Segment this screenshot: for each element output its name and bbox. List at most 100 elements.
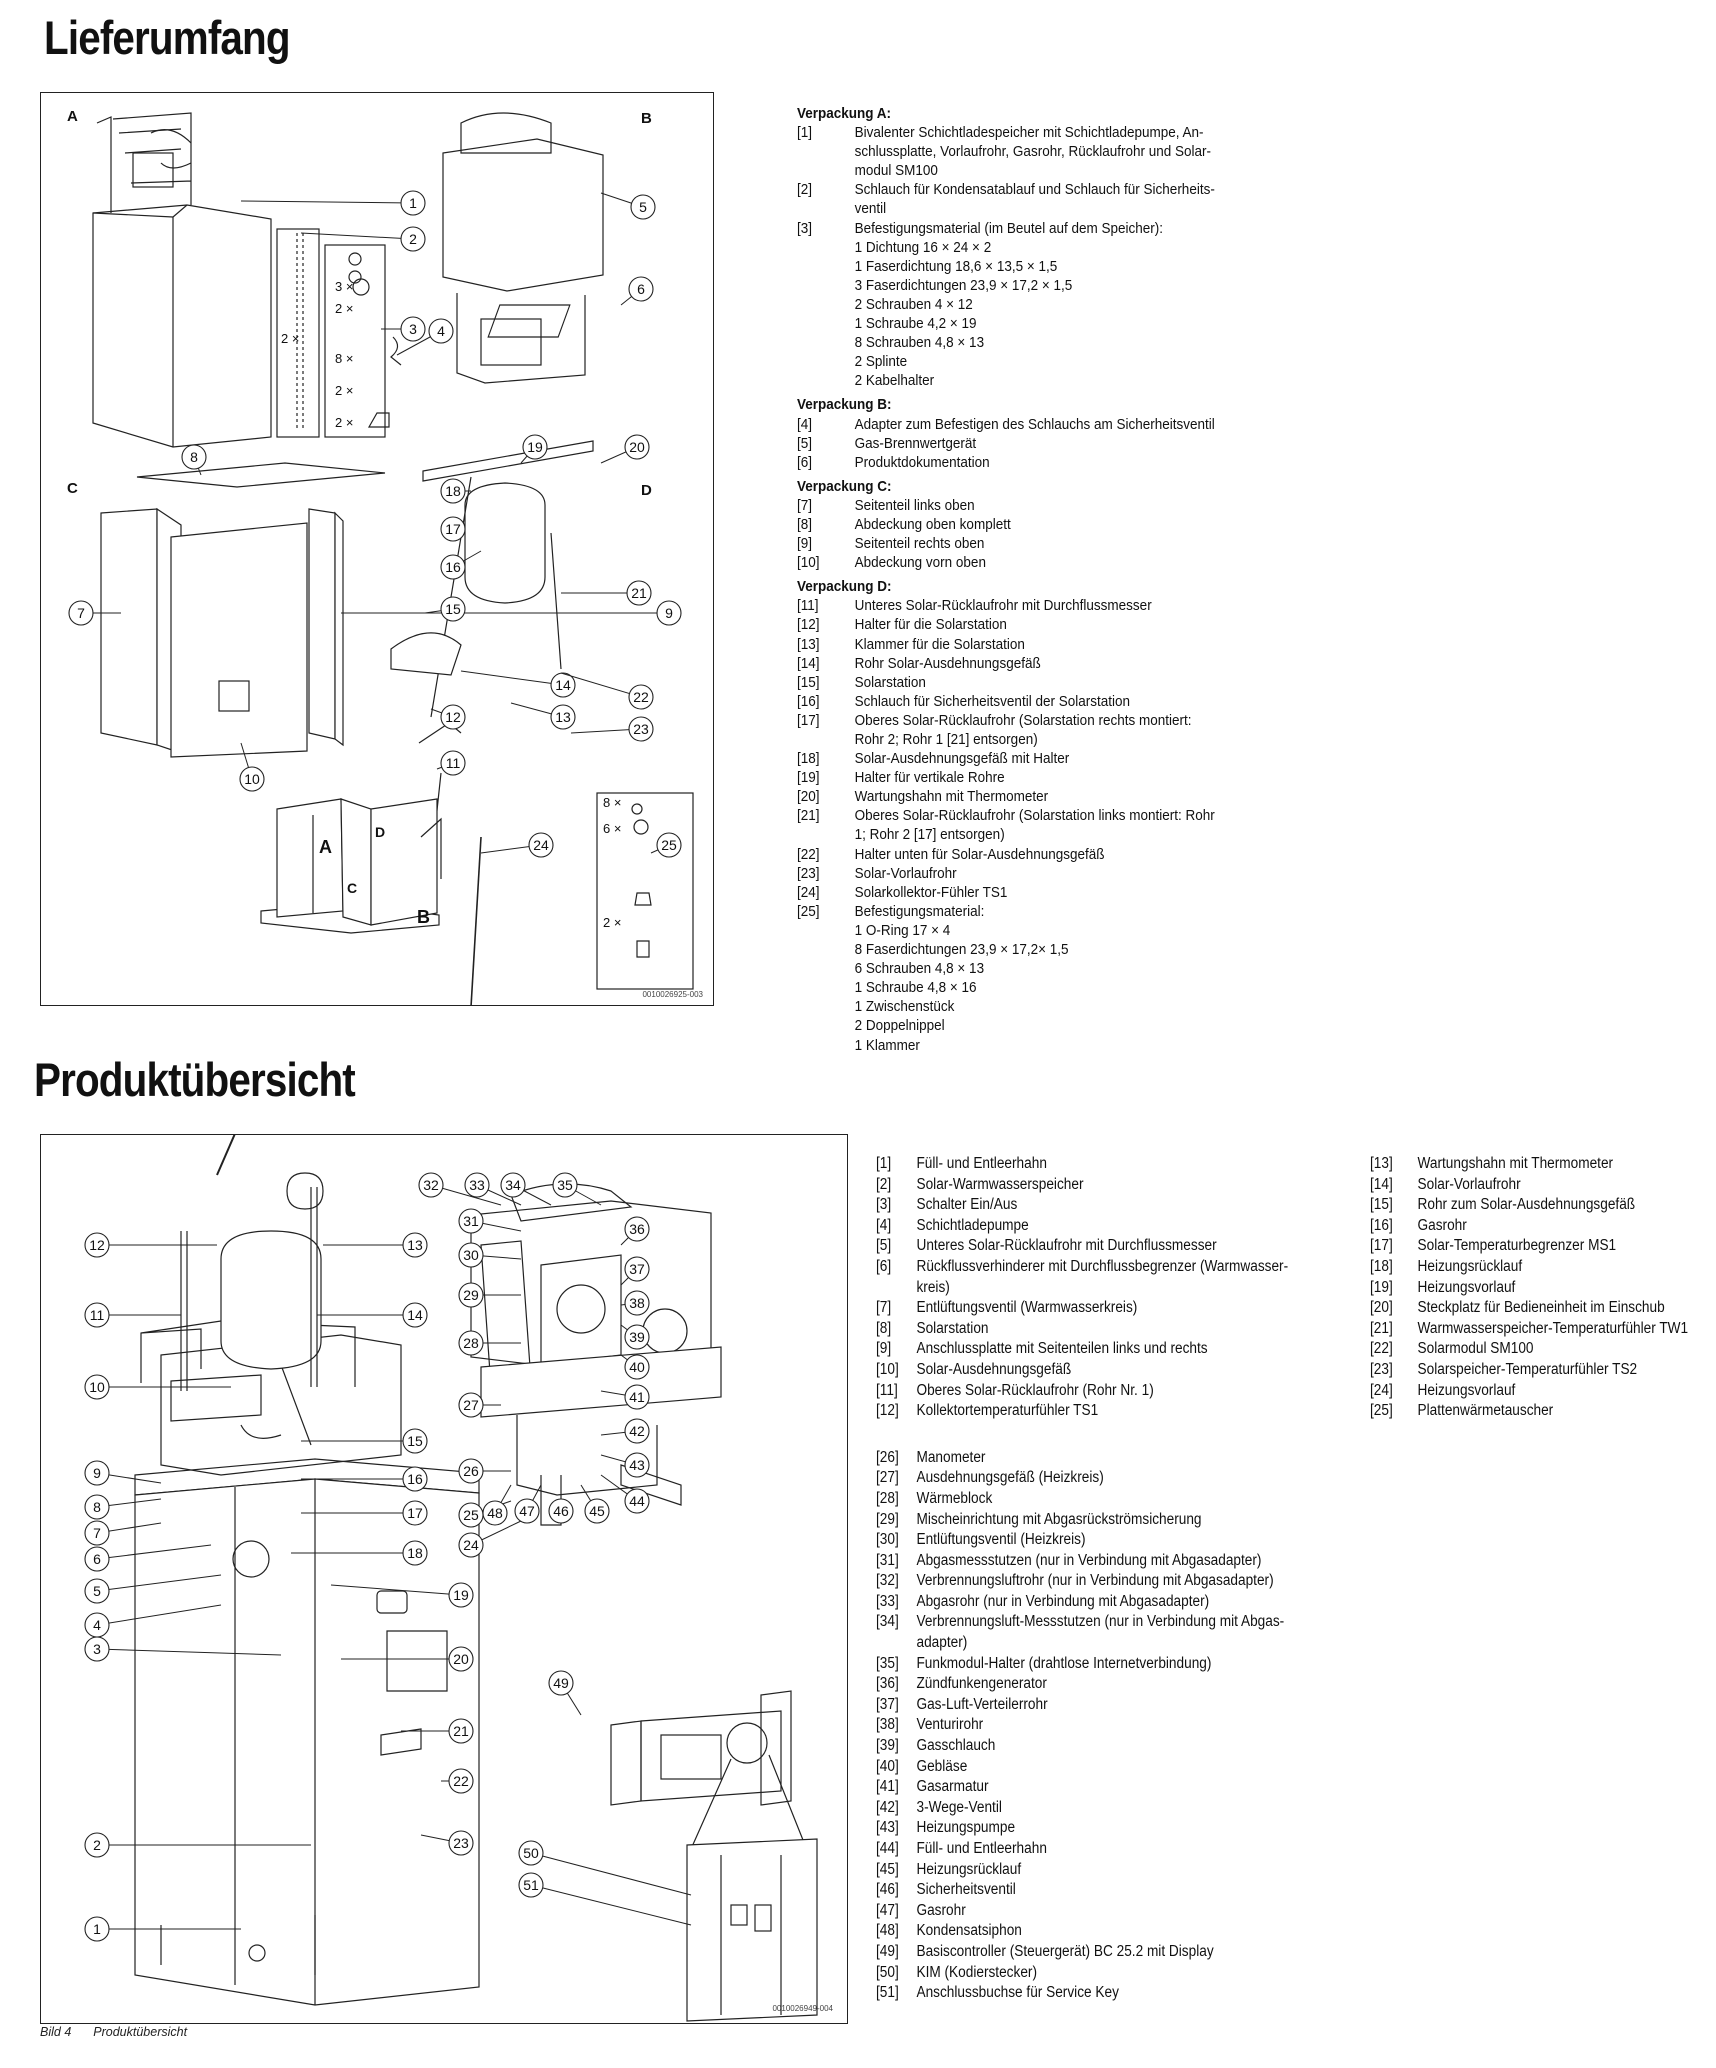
legend-lieferumfang: Verpackung A:[1]Bivalenter Schichtladesp… [797,104,1215,1055]
legend-text: Halter unten für Solar-Ausdehnungsgefäß [854,845,1105,863]
callout-number: 36 [629,1221,645,1237]
callout-number: 29 [463,1287,479,1303]
callout-circle [458,1282,484,1308]
legend-row: [46]Sicherheitsventil [876,1880,1288,1901]
legend-row: [32]Verbrennungsluftrohr (nur in Verbind… [876,1571,1288,1592]
callout-number: 47 [519,1503,535,1519]
callout-number: 12 [89,1237,105,1253]
legend-row: [16]Schlauch für Sicherheitsventil der S… [797,692,1215,711]
callout-number: 6 [93,1551,101,1567]
legend-row: [44]Füll- und Entleerhahn [876,1839,1288,1860]
callout-number: 4 [437,323,445,339]
legend-text: ventil [854,200,887,218]
legend-text: Entlüftungsventil (Warmwasserkreis) [916,1299,1138,1317]
legend-row: [25]Plattenwärmetauscher [1370,1401,1688,1422]
callout-circle [440,596,466,622]
legend-row: [50]KIM (Kodierstecker) [876,1963,1288,1984]
legend-text: Plattenwärmetauscher [1417,1402,1554,1420]
legend-row: [12]Halter für die Solarstation [797,615,1215,634]
legend-text: Gasschlauch [916,1737,996,1755]
legend-number: [44] [876,1840,899,1857]
legend-row: [5]Unteres Solar-Rücklaufrohr mit Durchf… [876,1236,1288,1257]
legend-text: Unteres Solar-Rücklaufrohr mit Durchflus… [854,597,1152,615]
legend-text: Schichtladepumpe [916,1216,1029,1234]
legend-text: Halter für vertikale Rohre [854,769,1005,787]
legend-text: Unteres Solar-Rücklaufrohr mit Durchflus… [916,1237,1217,1255]
callout-number: 10 [244,771,260,787]
callout-number: 7 [93,1525,101,1541]
legend-text: 3-Wege-Ventil [916,1798,1002,1816]
callout-circle [402,1232,428,1258]
legend-row: [1]Füll- und Entleerhahn [876,1154,1288,1175]
legend-row: [24]Solarkollektor-Fühler TS1 [797,883,1215,902]
legend-number: [4] [797,415,813,433]
legend-number: [11] [797,597,819,615]
legend-row: 2 Splinte [797,352,1215,371]
legend-text: Anschlussbuchse für Service Key [916,1984,1119,2002]
legend-row: [19]Halter für vertikale Rohre [797,768,1215,787]
callout-leader [460,670,564,686]
callout-circle [84,1832,110,1858]
callout-circle [500,1172,526,1198]
legend-text: Solar-Ausdehnungsgefäß mit Halter [854,750,1070,768]
legend-number: [11] [876,1381,898,1399]
legend-text: 2 Doppelnippel [854,1017,945,1035]
callout-circle [656,832,682,858]
legend-row: [49]Basiscontroller (Steuergerät) BC 25.… [876,1942,1288,1963]
legend-number: [34] [876,1613,899,1631]
legend-number [797,314,855,333]
legend-number: [17] [797,711,820,729]
callout-circle [440,750,466,776]
callout-number: 44 [629,1493,645,1509]
legend-text: Verbrennungsluftrohr (nur in Verbindung … [916,1572,1274,1590]
callout-circle [440,478,466,504]
callout-circle [624,1256,650,1282]
legend-text: Wartungshahn mit Thermometer [1417,1155,1614,1172]
legend-number: [25] [797,902,820,920]
callout-number: 43 [629,1457,645,1473]
callout-circle [624,1488,650,1514]
legend-text: Basiscontroller (Steuergerät) BC 25.2 mi… [916,1942,1214,1960]
legend-number: [36] [876,1675,899,1693]
legend-number: [24] [797,883,820,901]
legend-row: [22]Halter unten für Solar-Ausdehnungsge… [797,845,1215,864]
callout-circle [428,318,454,344]
legend-text: Heizungsrücklauf [1417,1257,1523,1275]
callout-circle [400,226,426,252]
legend-section-heading: Verpackung A: [797,105,892,122]
legend-number [876,1633,911,1654]
callout-circle [624,1216,650,1242]
legend-number: [13] [1370,1155,1393,1172]
legend-row: 1; Rohr 2 [17] entsorgen) [797,825,1215,844]
legend-number: [47] [876,1901,899,1919]
legend-text: Schlauch für Kondensatablauf und Schlauc… [854,181,1215,199]
legend-number: [31] [876,1551,899,1569]
legend-number: [6] [876,1257,892,1275]
legend-text: Heizungsrücklauf [916,1860,1022,1878]
legend-text: Halter für die Solarstation [854,616,1007,634]
legend-row: adapter) [876,1633,1288,1654]
legend-text: kreis) [916,1278,950,1296]
legend-row: [13] Wartungshahn mit Thermometer [1370,1154,1688,1175]
legend-text: Seitenteil links oben [854,496,975,514]
qty-mark: 3 × [335,279,353,294]
callout-number: 20 [453,1651,469,1667]
callout-number: 13 [407,1237,423,1253]
legend-text: Manometer [916,1448,986,1466]
legend-text: Solarmodul SM100 [1417,1340,1534,1358]
legend-row: [12]Kollektortemperaturfühler TS1 [876,1401,1288,1422]
callout-circle [464,1172,490,1198]
callout-circle [84,1302,110,1328]
callout-circle [84,1520,110,1546]
legend-number: [38] [876,1716,899,1734]
legend-row: [10]Solar-Ausdehnungsgefäß [876,1360,1288,1381]
legend-text: Wärmeblock [916,1489,993,1507]
callout-circle [448,1718,474,1744]
callout-number: 49 [553,1675,569,1691]
qty-mark: 8 × [603,795,621,810]
legend-number: [5] [797,434,813,452]
legend-row: [2]Solar-Warmwasserspeicher [876,1175,1288,1196]
legend-number: [7] [876,1299,892,1317]
legend-number [797,352,855,371]
